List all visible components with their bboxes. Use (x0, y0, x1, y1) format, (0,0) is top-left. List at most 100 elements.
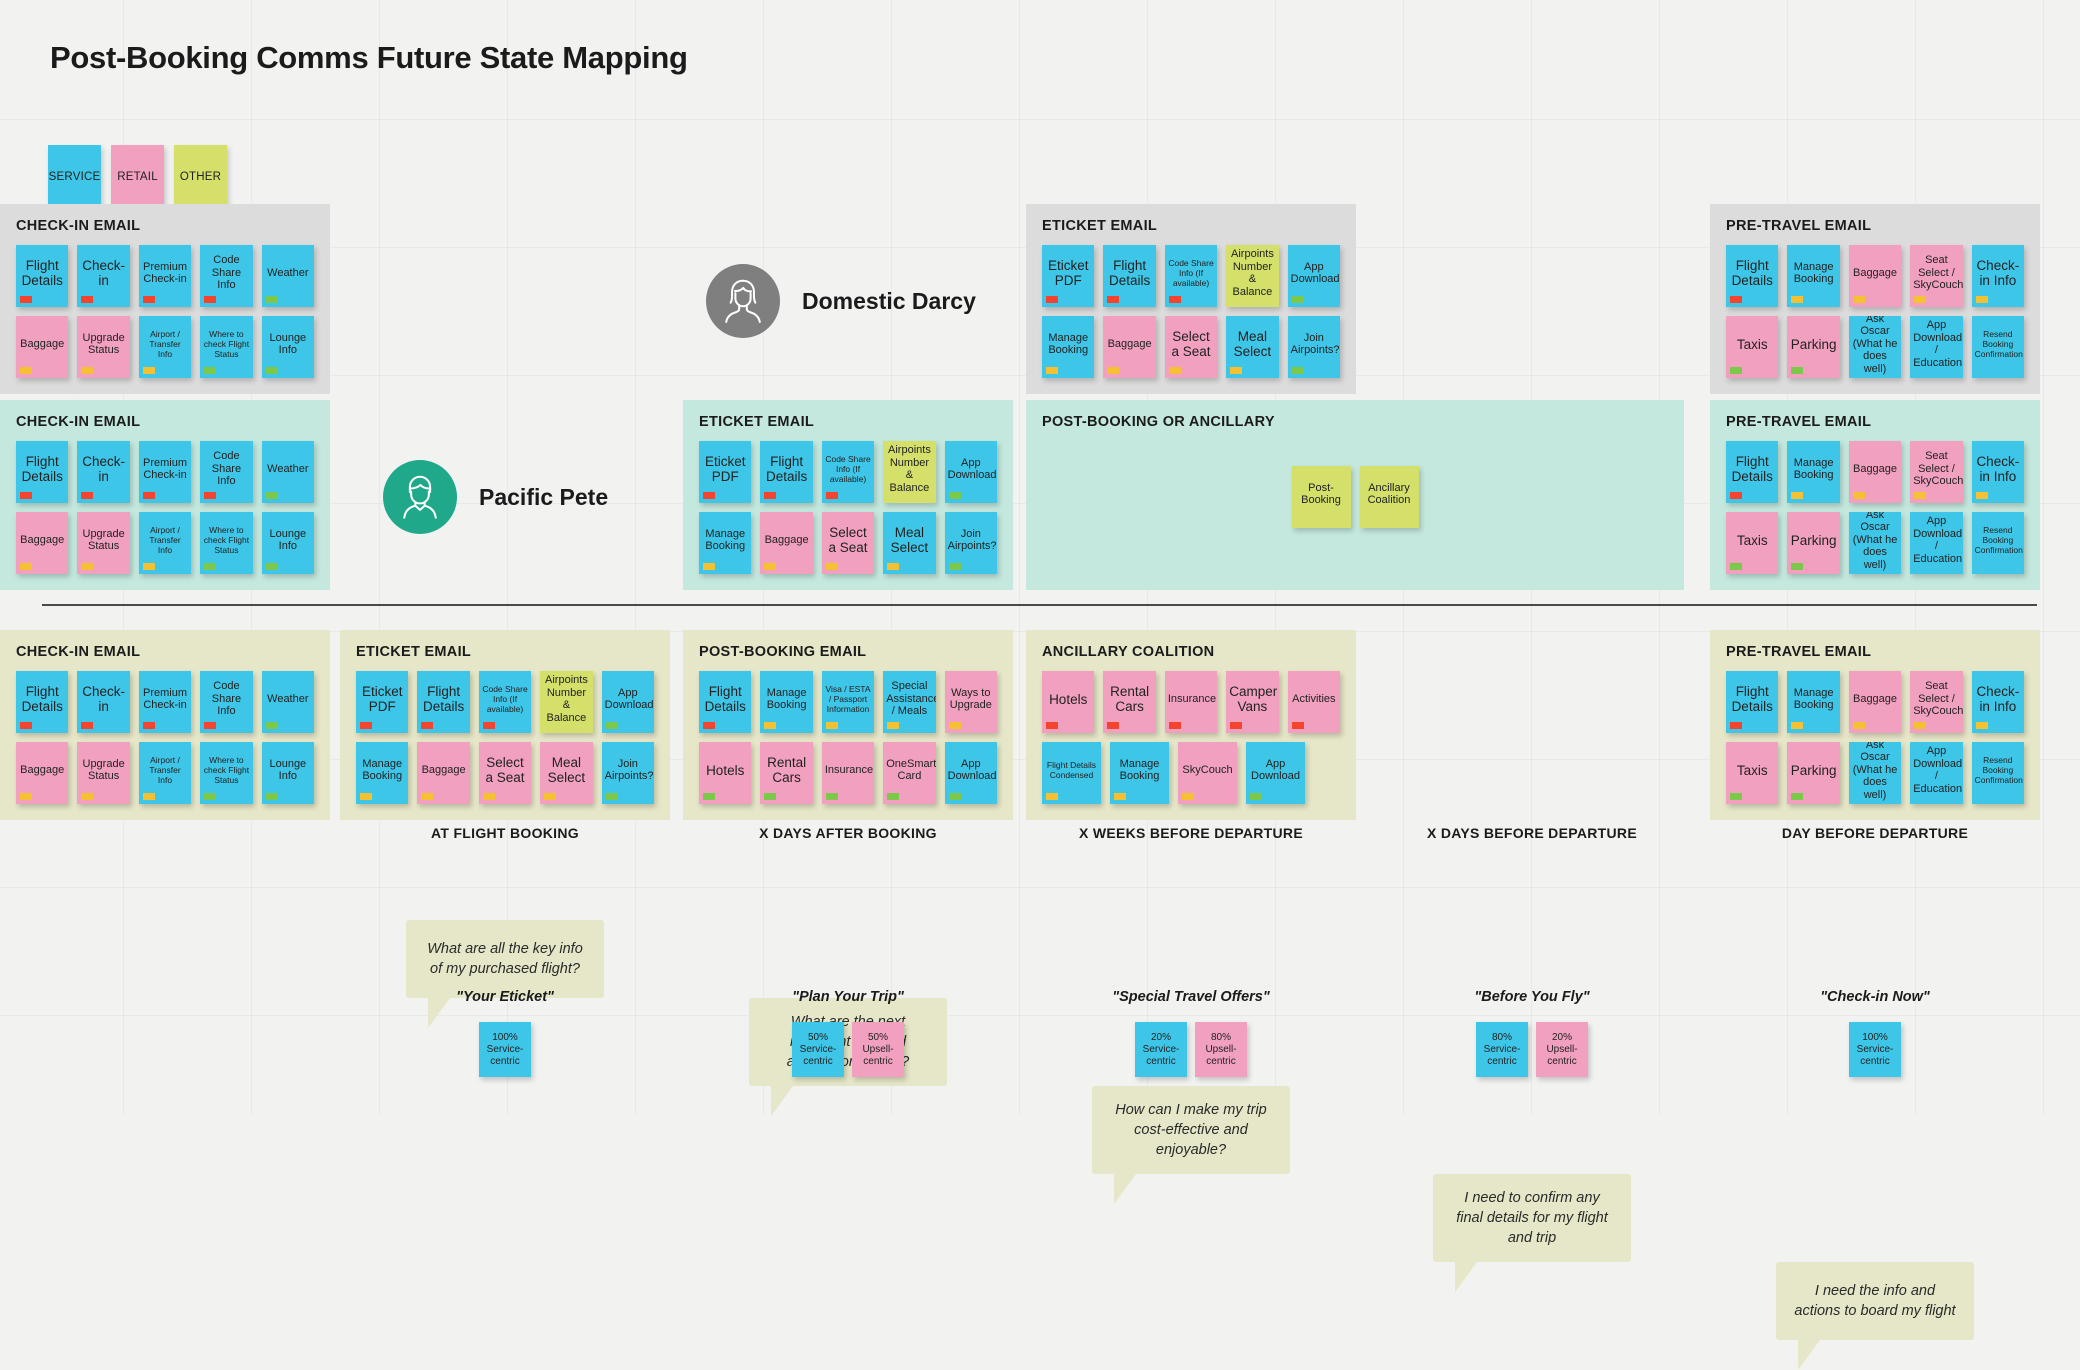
sticky-note[interactable]: SkyCouch (1178, 742, 1237, 804)
sticky-note[interactable]: App Download (1287, 245, 1341, 307)
sticky-note[interactable]: Seat Select / SkyCouch (1910, 245, 1963, 307)
sticky-note[interactable]: OneSmart Card (883, 742, 936, 804)
sticky-note[interactable]: Flight Details (1103, 245, 1156, 307)
sticky-note[interactable]: Join Airpoints? (601, 742, 655, 804)
sticky-note[interactable]: Resend Booking Confirmation (1971, 316, 2025, 378)
sticky-note[interactable]: Manage Booking (356, 742, 409, 804)
sticky-note[interactable]: Code Share Info (200, 245, 253, 307)
sticky-note[interactable]: Airpoints Number & Balance (540, 671, 593, 733)
sticky-note[interactable]: Upgrade Status (77, 316, 130, 378)
sticky-note[interactable]: Baggage (760, 512, 813, 574)
sticky-note[interactable]: App Download / Education (1910, 512, 1963, 574)
sticky-note[interactable]: Hotels (699, 742, 752, 804)
sticky-note[interactable]: Where to check Flight Status (200, 512, 253, 574)
sticky-note[interactable]: Flight Details (16, 245, 69, 307)
sticky-note[interactable]: Check-in (77, 245, 130, 307)
sticky-note[interactable]: Ask Oscar (What he does well) (1848, 316, 1902, 378)
sticky-note[interactable]: Parking (1787, 512, 1840, 574)
sticky-note[interactable]: Rental Cars (1103, 671, 1156, 733)
sticky-note[interactable]: Ask Oscar (What he does well) (1848, 512, 1902, 574)
sticky-note[interactable]: Check-in (77, 671, 130, 733)
sticky-note[interactable]: Select a Seat (1164, 316, 1218, 378)
sticky-note[interactable]: Ask Oscar (What he does well) (1848, 742, 1902, 804)
sticky-note[interactable]: Seat Select / SkyCouch (1910, 671, 1963, 733)
content-mix-note[interactable]: 80%Upsell-centric (1195, 1022, 1247, 1077)
sticky-note[interactable]: Ways to Upgrade (944, 671, 998, 733)
sticky-note[interactable]: Hotels (1042, 671, 1095, 733)
sticky-note[interactable]: Camper Vans (1226, 671, 1279, 733)
sticky-note[interactable]: Taxis (1726, 316, 1779, 378)
sticky-note[interactable]: Insurance (1164, 671, 1218, 733)
sticky-note[interactable]: Flight Details (16, 441, 69, 503)
sticky-note[interactable]: Baggage (417, 742, 470, 804)
sticky-note[interactable]: App Download / Education (1910, 316, 1963, 378)
sticky-note[interactable]: Lounge Info (261, 316, 315, 378)
sticky-note[interactable]: Weather (261, 671, 315, 733)
sticky-note[interactable]: Insurance (821, 742, 875, 804)
sticky-note[interactable]: Taxis (1726, 512, 1779, 574)
sticky-note[interactable]: Baggage (1103, 316, 1156, 378)
sticky-note[interactable]: Flight Details (16, 671, 69, 733)
sticky-note[interactable]: Ancillary Coalition (1359, 466, 1419, 528)
sticky-note[interactable]: App Download (601, 671, 655, 733)
sticky-note[interactable]: Taxis (1726, 742, 1779, 804)
sticky-note[interactable]: Check-in Info (1971, 671, 2025, 733)
sticky-note[interactable]: Flight Details (1726, 441, 1779, 503)
sticky-note[interactable]: Upgrade Status (77, 512, 130, 574)
sticky-note[interactable]: Flight Details (417, 671, 470, 733)
sticky-note[interactable]: Baggage (1848, 441, 1902, 503)
sticky-note[interactable]: Where to check Flight Status (200, 742, 253, 804)
sticky-note[interactable]: Code Share Info (If available) (1164, 245, 1218, 307)
sticky-note[interactable]: Code Share Info (If available) (478, 671, 532, 733)
sticky-note[interactable]: Join Airpoints? (944, 512, 998, 574)
sticky-note[interactable]: Baggage (1848, 245, 1902, 307)
sticky-note[interactable]: Lounge Info (261, 742, 315, 804)
content-mix-note[interactable]: 20%Upsell-centric (1536, 1022, 1588, 1077)
content-mix-note[interactable]: 100%Service-centric (479, 1022, 531, 1077)
sticky-note[interactable]: Manage Booking (1042, 316, 1095, 378)
sticky-note[interactable]: Baggage (16, 512, 69, 574)
sticky-note[interactable]: Meal Select (540, 742, 593, 804)
sticky-note[interactable]: Visa / ESTA / Passport Information (821, 671, 875, 733)
sticky-note[interactable]: Post-Booking (1291, 466, 1351, 528)
sticky-note[interactable]: Airpoints Number & Balance (883, 441, 936, 503)
sticky-note[interactable]: Baggage (16, 316, 69, 378)
sticky-note[interactable]: Airpoints Number & Balance (1226, 245, 1279, 307)
sticky-note[interactable]: Special Assistance / Meals (883, 671, 936, 733)
sticky-note[interactable]: App Download (1246, 742, 1305, 804)
sticky-note[interactable]: Lounge Info (261, 512, 315, 574)
sticky-note[interactable]: Airport / Transfer Info (138, 316, 192, 378)
sticky-note[interactable]: App Download (944, 441, 998, 503)
sticky-note[interactable]: Premium Check-in (138, 245, 192, 307)
sticky-note[interactable]: Meal Select (1226, 316, 1279, 378)
content-mix-note[interactable]: 20%Service-centric (1135, 1022, 1187, 1077)
sticky-note[interactable]: Join Airpoints? (1287, 316, 1341, 378)
sticky-note[interactable]: Check-in (77, 441, 130, 503)
sticky-note[interactable]: Flight Details (1726, 245, 1779, 307)
sticky-note[interactable]: Weather (261, 245, 315, 307)
sticky-note[interactable]: Meal Select (883, 512, 936, 574)
sticky-note[interactable]: Manage Booking (699, 512, 752, 574)
sticky-note[interactable]: Manage Booking (1110, 742, 1169, 804)
content-mix-note[interactable]: 100%Service-centric (1849, 1022, 1901, 1077)
sticky-note[interactable]: Code Share Info (200, 671, 253, 733)
content-mix-note[interactable]: 50%Service-centric (792, 1022, 844, 1077)
sticky-note[interactable]: Code Share Info (If available) (821, 441, 875, 503)
content-mix-note[interactable]: 80%Service-centric (1476, 1022, 1528, 1077)
sticky-note[interactable]: Eticket PDF (1042, 245, 1095, 307)
sticky-note[interactable]: App Download / Education (1910, 742, 1963, 804)
sticky-note[interactable]: Manage Booking (1787, 441, 1840, 503)
sticky-note[interactable]: Eticket PDF (356, 671, 409, 733)
sticky-note[interactable]: Code Share Info (200, 441, 253, 503)
sticky-note[interactable]: Rental Cars (760, 742, 813, 804)
sticky-note[interactable]: Check-in Info (1971, 441, 2025, 503)
sticky-note[interactable]: Parking (1787, 316, 1840, 378)
sticky-note[interactable]: Manage Booking (1787, 671, 1840, 733)
sticky-note[interactable]: Airport / Transfer Info (138, 742, 192, 804)
sticky-note[interactable]: Activities (1287, 671, 1341, 733)
sticky-note[interactable]: Check-in Info (1971, 245, 2025, 307)
sticky-note[interactable]: Premium Check-in (138, 441, 192, 503)
sticky-note[interactable]: Flight Details (760, 441, 813, 503)
sticky-note[interactable]: Seat Select / SkyCouch (1910, 441, 1963, 503)
sticky-note[interactable]: Airport / Transfer Info (138, 512, 192, 574)
